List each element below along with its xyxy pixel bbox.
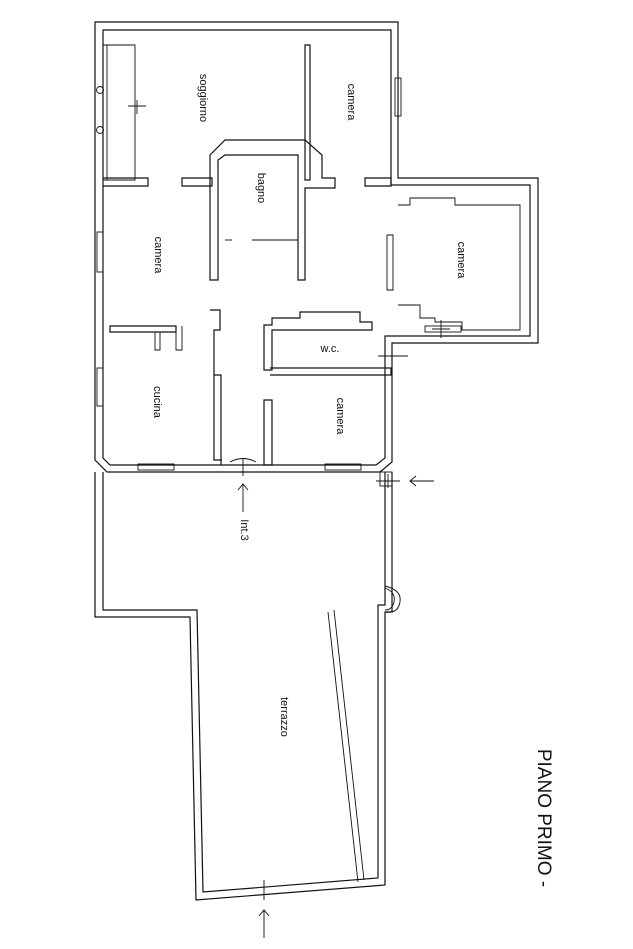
label-soggiorno: soggiorno: [197, 74, 209, 122]
label-camera-right: camera: [455, 242, 467, 280]
label-camera-bottom: camera: [334, 398, 346, 436]
plan-title: PIANO PRIMO -: [533, 749, 554, 887]
label-terrazzo: terrazzo: [278, 697, 290, 737]
windows: [96, 77, 462, 471]
label-cucina: cucina: [151, 386, 163, 419]
label-bagno: bagno: [255, 173, 267, 204]
terrace-outline: [94, 472, 401, 938]
label-wc: w.c.: [320, 343, 340, 355]
interior-walls: [103, 44, 521, 466]
entrance: [229, 458, 434, 512]
soggiorno-balcony: [96, 44, 146, 181]
label-entrance: Int.3: [238, 519, 250, 540]
label-camera-left: camera: [152, 237, 164, 275]
room-labels: soggiorno camera bagno camera camera w.c…: [151, 74, 467, 737]
label-camera-top: camera: [345, 84, 357, 122]
